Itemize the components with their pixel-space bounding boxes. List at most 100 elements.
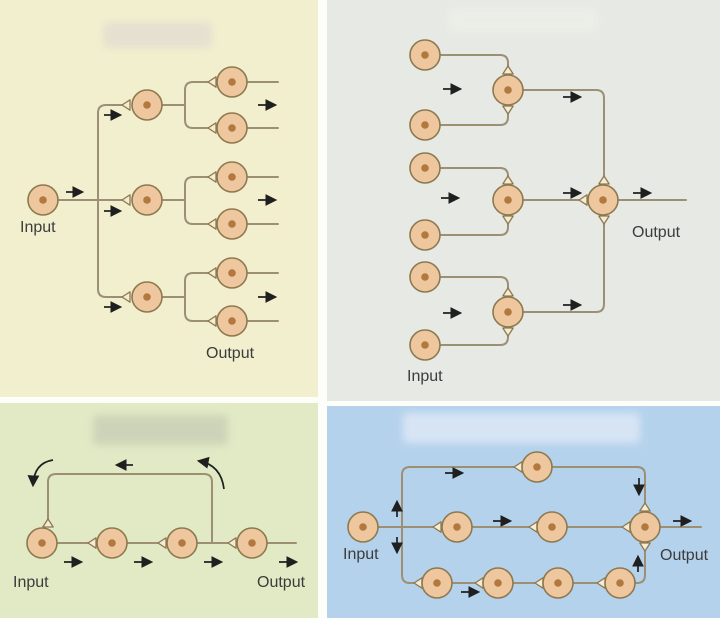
neuron — [409, 152, 441, 184]
neuron — [492, 184, 524, 216]
axon-path — [440, 223, 509, 236]
synapse-icon — [598, 215, 610, 225]
output-label: Output — [660, 547, 709, 564]
synapse-icon — [534, 577, 544, 589]
neuron — [421, 567, 453, 599]
axons — [440, 54, 687, 346]
input-label: Input — [343, 546, 379, 563]
signal-arrows — [441, 83, 653, 319]
neuron — [26, 527, 58, 559]
axons — [47, 473, 297, 544]
redacted-title — [93, 415, 228, 445]
synapse-icon — [413, 577, 423, 589]
axon-path — [440, 113, 509, 126]
neuron — [409, 219, 441, 251]
axon-path — [522, 223, 605, 313]
synapse-icon — [528, 521, 538, 533]
output-label: Output — [206, 345, 255, 362]
redacted-title — [403, 413, 640, 443]
synapse-icon — [207, 76, 217, 88]
neurons — [27, 66, 248, 337]
synapse-icon — [639, 542, 651, 552]
signal-arrows — [66, 99, 278, 313]
neuron — [236, 527, 268, 559]
neuron — [409, 261, 441, 293]
axons — [58, 81, 279, 322]
panel-diverging-circuit: Input Output — [0, 0, 318, 397]
input-label: Input — [20, 219, 56, 236]
converging-circuit-drawing: Input Output — [407, 39, 687, 385]
axon-path — [440, 167, 509, 177]
neuron — [409, 329, 441, 361]
synapse-icon — [207, 122, 217, 134]
neuron — [604, 567, 636, 599]
axon-path — [451, 550, 646, 584]
synapse-icon — [502, 287, 514, 297]
redacted-title — [448, 8, 598, 32]
neuron — [441, 511, 473, 543]
neuron — [96, 527, 128, 559]
signal-arrows — [27, 456, 299, 568]
neuron — [216, 66, 248, 98]
neuron — [131, 89, 163, 121]
neuron — [409, 39, 441, 71]
axon-path — [440, 276, 509, 289]
axon-path — [97, 199, 123, 298]
neuron — [27, 184, 59, 216]
axon-path — [440, 335, 509, 346]
panel-converging-circuit: Input Output — [327, 0, 720, 401]
output-label: Output — [632, 224, 681, 241]
neuron — [629, 511, 661, 543]
signal-arrows — [391, 467, 693, 598]
synapse-icon — [121, 194, 131, 206]
synapse-icon — [432, 521, 442, 533]
input-label: Input — [13, 574, 49, 591]
neuron — [536, 511, 568, 543]
neuron — [542, 567, 574, 599]
neuron — [492, 74, 524, 106]
synapse-icon — [207, 218, 217, 230]
synapse-icon — [121, 291, 131, 303]
axon-path — [440, 54, 509, 67]
neuron — [587, 184, 619, 216]
feedback-curved-arrow — [196, 456, 225, 490]
axon-path — [409, 466, 646, 504]
axon-path — [97, 104, 123, 201]
neuron — [347, 511, 379, 543]
axon-path — [522, 89, 605, 177]
synapse-icon — [502, 327, 514, 337]
axon-path — [161, 176, 279, 225]
neuron — [521, 451, 553, 483]
neuron — [216, 161, 248, 193]
output-label: Output — [257, 574, 306, 591]
synapse-icon — [207, 315, 217, 327]
neuron — [409, 109, 441, 141]
neuron — [482, 567, 514, 599]
neuron — [492, 296, 524, 328]
neuron — [216, 257, 248, 289]
axons — [377, 466, 702, 584]
feedback-axon-path — [47, 473, 213, 544]
synapse-icon — [502, 215, 514, 225]
synapse-icon — [596, 577, 606, 589]
reverberating-circuit-drawing: Input Output — [13, 456, 306, 591]
neuron — [216, 305, 248, 337]
synapse-icon — [598, 175, 610, 185]
axon-path — [161, 81, 279, 129]
synapse-icon — [227, 537, 237, 549]
parallel-circuit-drawing: Input Output — [343, 451, 709, 599]
input-label: Input — [407, 368, 443, 385]
axon-path — [161, 272, 279, 322]
panel-reverberating-circuit: Input Output — [0, 403, 318, 618]
synapse-icon — [578, 194, 588, 206]
synapse-icon — [502, 105, 514, 115]
neuron — [216, 112, 248, 144]
neuron — [131, 184, 163, 216]
synapse-icon — [157, 537, 167, 549]
synapse-icon — [639, 502, 651, 512]
axon-path — [401, 466, 415, 584]
synapse-icon — [502, 175, 514, 185]
neuron — [166, 527, 198, 559]
synapse-icon — [513, 461, 523, 473]
